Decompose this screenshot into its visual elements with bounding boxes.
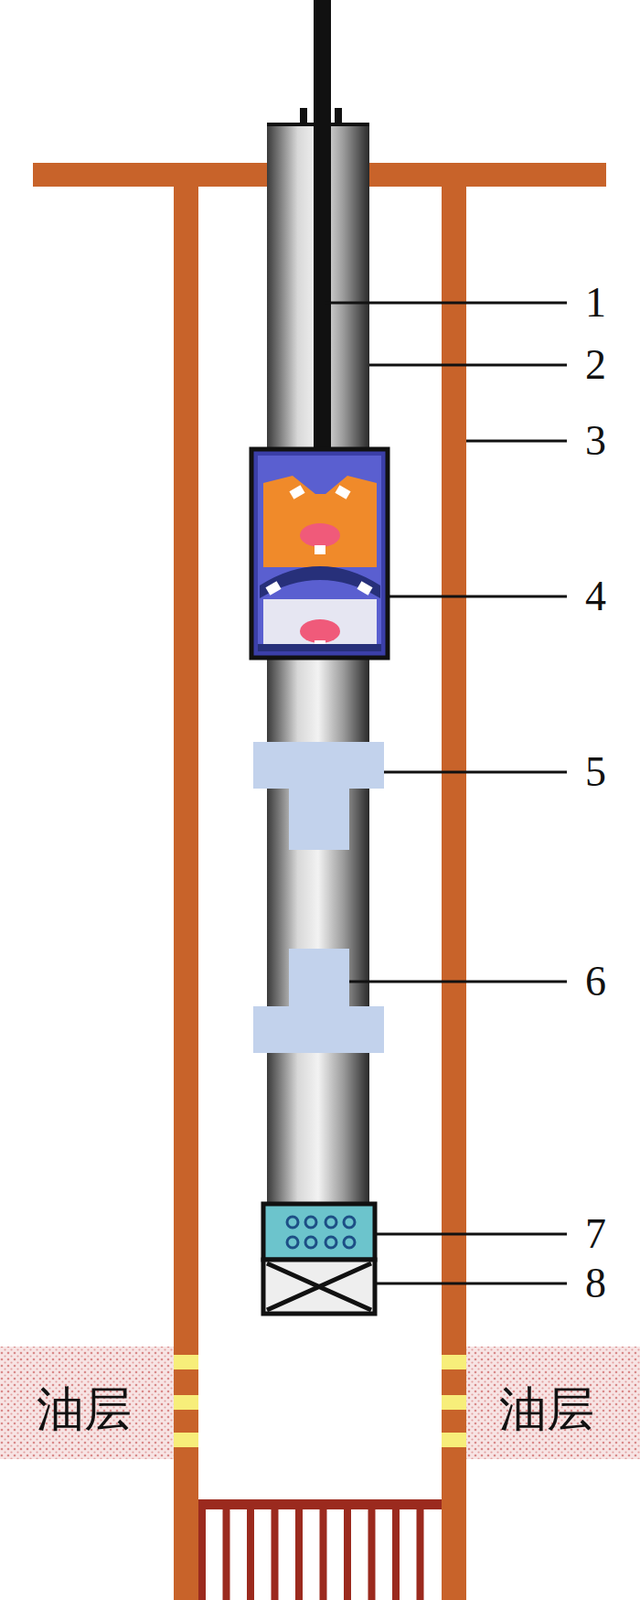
layer-label: 油层 — [499, 1384, 595, 1432]
layer-label: 油层 — [36, 1384, 132, 1432]
perforations — [173, 1354, 467, 1447]
oil-layer — [0, 1345, 174, 1459]
upper-coupling — [253, 741, 384, 850]
sucker-rod — [313, 0, 331, 452]
wellhead-bar — [32, 162, 267, 187]
callout-number: 6 — [585, 960, 607, 1003]
screen-grille — [198, 1498, 442, 1600]
callout-number: 8 — [585, 1261, 607, 1304]
callout-number: 7 — [585, 1212, 607, 1255]
oil-layer — [466, 1345, 640, 1459]
casing-wall — [441, 162, 467, 1600]
cap-nub — [299, 107, 308, 125]
callout-number: 1 — [585, 281, 607, 324]
cap-nub — [334, 107, 342, 125]
callout-number: 3 — [585, 419, 607, 462]
packer — [263, 1258, 375, 1313]
callout-number: 5 — [585, 750, 607, 793]
lower-coupling — [253, 948, 384, 1053]
callout-number: 2 — [585, 343, 607, 386]
pump — [251, 448, 388, 658]
casing-wall — [173, 162, 199, 1600]
leader-lines — [324, 302, 567, 1283]
screen-pipe — [263, 1203, 375, 1259]
callout-number: 4 — [585, 575, 607, 618]
wellhead-bar — [369, 162, 607, 187]
